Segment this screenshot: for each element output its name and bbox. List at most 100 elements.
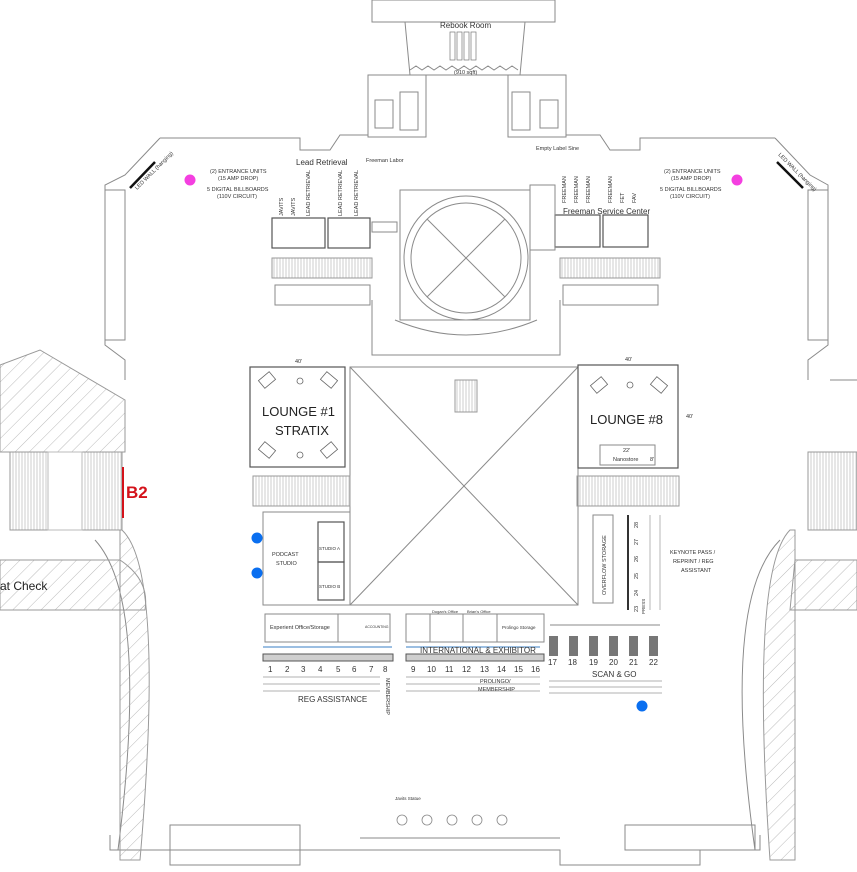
studio-b-label: STUDIO B bbox=[319, 584, 340, 589]
lounge-1: 40' LOUNGE #1 STRATIX bbox=[249, 359, 346, 468]
prolingo-membership-label: MEMBERSHIP bbox=[478, 687, 515, 693]
rebook-room: Rebook Room (910 sqft) bbox=[371, 0, 556, 76]
counter-numbers: 1 2 3 4 5 6 7 8 9 10 11 12 13 14 15 16 bbox=[268, 665, 540, 674]
entrance-note-line: (2) ENTRANCE UNITS bbox=[664, 169, 721, 175]
lounge1-subtitle: STRATIX bbox=[275, 423, 329, 438]
dugans-office-label: Dugan's Office bbox=[432, 609, 459, 614]
entrance-note-line: (110V CIRCUIT) bbox=[670, 194, 710, 200]
counter-number: 9 bbox=[411, 665, 416, 674]
booth-label: JAVITS bbox=[291, 197, 297, 216]
lounge1-dimension: 40' bbox=[295, 359, 302, 365]
counter-number: 26 bbox=[634, 556, 640, 562]
station-number: 20 bbox=[609, 658, 618, 667]
counter-number: 28 bbox=[634, 522, 640, 528]
station-number: 22 bbox=[649, 658, 658, 667]
counter-number: 23 bbox=[634, 606, 640, 612]
led-wall-left: LED WALL (hanging) bbox=[129, 151, 175, 192]
studio-a-label: STUDIO A bbox=[319, 546, 340, 551]
hall-walls bbox=[94, 134, 857, 866]
rebook-room-label: Rebook Room bbox=[440, 21, 491, 30]
led-wall-right: LED WALL (hanging) bbox=[776, 152, 817, 193]
counter-number: 10 bbox=[427, 665, 436, 674]
station-number: 17 bbox=[548, 658, 557, 667]
freeman-service-area: Freeman Service Center FREEMAN FREEMAN F… bbox=[529, 176, 661, 306]
blue-marker[interactable] bbox=[636, 700, 648, 712]
keynote-area: KEYNOTE PASS / REPRINT / REG ASSISTANT bbox=[670, 550, 716, 574]
entrance-note-line: (110V CIRCUIT) bbox=[217, 194, 257, 200]
escalator-right bbox=[576, 475, 680, 507]
podcast-label: STUDIO bbox=[276, 561, 298, 567]
entrance-note-right: (2) ENTRANCE UNITS (15 AMP DROP) 5 DIGIT… bbox=[660, 169, 722, 200]
international-exhibitor-label: INTERNATIONAL & EXHIBITOR bbox=[420, 646, 536, 655]
entrance-note-line: (15 AMP DROP) bbox=[671, 176, 711, 182]
lead-retrieval-area: Lead Retrieval JAVITS JAVITS LEAD RETRIE… bbox=[271, 158, 398, 306]
counter-number: 13 bbox=[480, 665, 489, 674]
booth-label: FAV bbox=[632, 193, 638, 203]
lounge-8: 40' 40' LOUNGE #8 22' Nanostore 8' bbox=[577, 357, 693, 469]
prolingo-storage-label: Prolingo Storage bbox=[502, 625, 536, 630]
counter-number: 25 bbox=[634, 573, 640, 579]
counter-number: 14 bbox=[497, 665, 506, 674]
counter-number: 1 bbox=[268, 665, 273, 674]
scan-go-label: SCAN & GO bbox=[592, 670, 636, 679]
booth-label: LEAD RETRIEVAL bbox=[338, 170, 344, 216]
podcast-studio: PODCAST STUDIO STUDIO A STUDIO B bbox=[262, 511, 351, 606]
statue-label: Javits Statue bbox=[395, 796, 421, 801]
podcast-label: PODCAST bbox=[272, 552, 299, 558]
station-number: 19 bbox=[589, 658, 598, 667]
counter-number: 5 bbox=[336, 665, 341, 674]
brians-office-label: Brian's Office bbox=[467, 609, 491, 614]
membership-label: MEMBERSHIP bbox=[384, 678, 390, 715]
rotunda bbox=[371, 189, 561, 413]
entrance-note-left: (2) ENTRANCE UNITS (15 AMP DROP) 5 DIGIT… bbox=[207, 169, 269, 200]
escalator-left bbox=[252, 475, 351, 507]
javits-statue: Javits Statue bbox=[360, 796, 560, 839]
pink-marker[interactable] bbox=[184, 174, 196, 186]
booth-label: LEAD RETRIEVAL bbox=[354, 170, 360, 216]
booth-label: FREEMAN bbox=[586, 176, 592, 203]
counter-number: 7 bbox=[369, 665, 374, 674]
counter-number: 8 bbox=[383, 665, 388, 674]
nanostore-dimension: 22' bbox=[623, 448, 630, 454]
station-number: 21 bbox=[629, 658, 638, 667]
entrance-note-line: 5 DIGITAL BILLBOARDS bbox=[207, 187, 269, 193]
press-label: PRESS bbox=[641, 599, 646, 614]
station-number: 18 bbox=[568, 658, 577, 667]
lounge8-dimension: 40' bbox=[686, 414, 693, 420]
b2-label: B2 bbox=[126, 483, 148, 502]
stair-towers: Freeman Labor Empty Label Sine bbox=[366, 74, 579, 164]
counter-number: 15 bbox=[514, 665, 523, 674]
entrance-note-line: (2) ENTRANCE UNITS bbox=[210, 169, 267, 175]
overflow-storage: OVERFLOW STORAGE 28 27 26 25 24 23 PRESS bbox=[592, 514, 646, 614]
reg-assistance-label: REG ASSISTANCE bbox=[298, 695, 367, 704]
coat-check-label: at Check bbox=[0, 579, 48, 593]
led-wall-left-label: LED WALL (hanging) bbox=[134, 151, 175, 192]
nanostore-depth: 8' bbox=[650, 457, 654, 463]
booth-label: JAVITS bbox=[279, 197, 285, 216]
counter-number: 24 bbox=[634, 590, 640, 596]
lounge8-dimension: 40' bbox=[625, 357, 632, 363]
right-wing bbox=[762, 451, 857, 861]
overflow-storage-label: OVERFLOW STORAGE bbox=[602, 535, 608, 595]
keynote-label: ASSISTANT bbox=[681, 568, 712, 574]
counter-number: 11 bbox=[445, 665, 454, 674]
freeman-service-title: Freeman Service Center bbox=[563, 207, 650, 216]
counter-number: 16 bbox=[531, 665, 540, 674]
booth-label: FREEMAN bbox=[562, 176, 568, 203]
booth-label: FREEMAN bbox=[608, 176, 614, 203]
pink-marker[interactable] bbox=[731, 174, 743, 186]
blue-marker[interactable] bbox=[251, 532, 263, 544]
queue-stanchions bbox=[263, 515, 662, 694]
accounting-label: ACCOUNTING bbox=[365, 625, 389, 629]
booth-label: LEAD RETRIEVAL bbox=[306, 170, 312, 216]
empty-label-sine: Empty Label Sine bbox=[536, 146, 579, 152]
keynote-label: KEYNOTE PASS / bbox=[670, 550, 716, 556]
lounge1-title: LOUNGE #1 bbox=[262, 404, 335, 419]
lounge8-title: LOUNGE #8 bbox=[590, 412, 663, 427]
scan-go-stations: 17 18 19 20 21 22 SCAN & GO bbox=[548, 624, 660, 679]
blue-marker[interactable] bbox=[251, 567, 263, 579]
booth-label: FET bbox=[620, 192, 626, 203]
counter-number: 3 bbox=[301, 665, 306, 674]
offices-row: Experient Office/Storage ACCOUNTING Duga… bbox=[262, 609, 545, 662]
